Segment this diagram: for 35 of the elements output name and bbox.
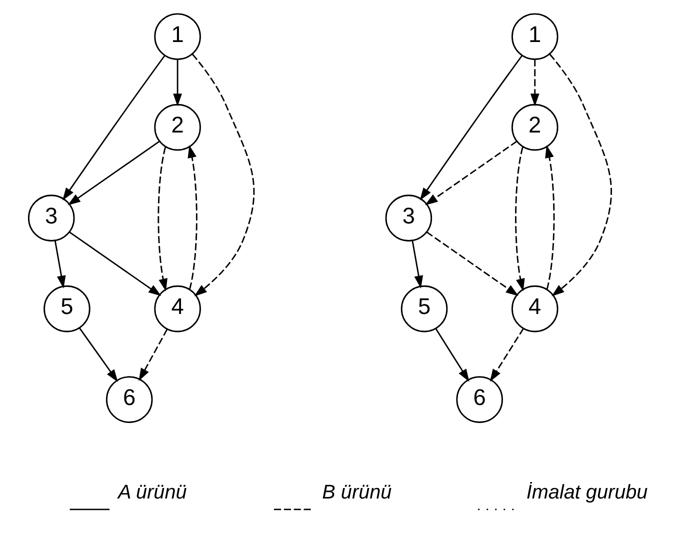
arrow	[434, 328, 469, 382]
node-circle: 5	[400, 285, 448, 332]
legend-label: A ürünü	[118, 481, 186, 504]
arrow	[191, 54, 254, 296]
arrow	[78, 328, 118, 382]
arrow	[530, 59, 539, 106]
node-circle: 2	[154, 104, 200, 151]
arrow	[157, 147, 167, 292]
arrow	[411, 240, 423, 288]
node-circle: 4	[510, 285, 558, 332]
node-circle: 1	[510, 13, 558, 60]
arrow	[544, 145, 554, 290]
node-circle: 3	[384, 194, 432, 242]
legend-label: B ürünü	[322, 481, 392, 504]
arrow	[426, 232, 518, 296]
arrow	[67, 140, 160, 206]
node-circle: 4	[154, 285, 200, 332]
node-circle: 2	[510, 104, 558, 151]
arrow	[489, 328, 524, 382]
arrow	[514, 147, 524, 292]
arrow	[54, 240, 66, 288]
arrow	[424, 140, 517, 206]
legend-label: İmalat gurubu	[526, 481, 648, 504]
arrow	[548, 54, 612, 296]
arrow	[62, 55, 165, 200]
arrow	[187, 145, 197, 290]
arrow	[172, 59, 182, 106]
arrow	[138, 328, 168, 381]
node-circle: 5	[43, 285, 90, 332]
arrow	[68, 232, 161, 296]
arrow	[419, 55, 522, 200]
node-circle: 1	[154, 13, 200, 60]
node-circle: 6	[456, 376, 502, 423]
node-circle: 6	[105, 376, 152, 423]
node-circle: 3	[27, 194, 74, 242]
